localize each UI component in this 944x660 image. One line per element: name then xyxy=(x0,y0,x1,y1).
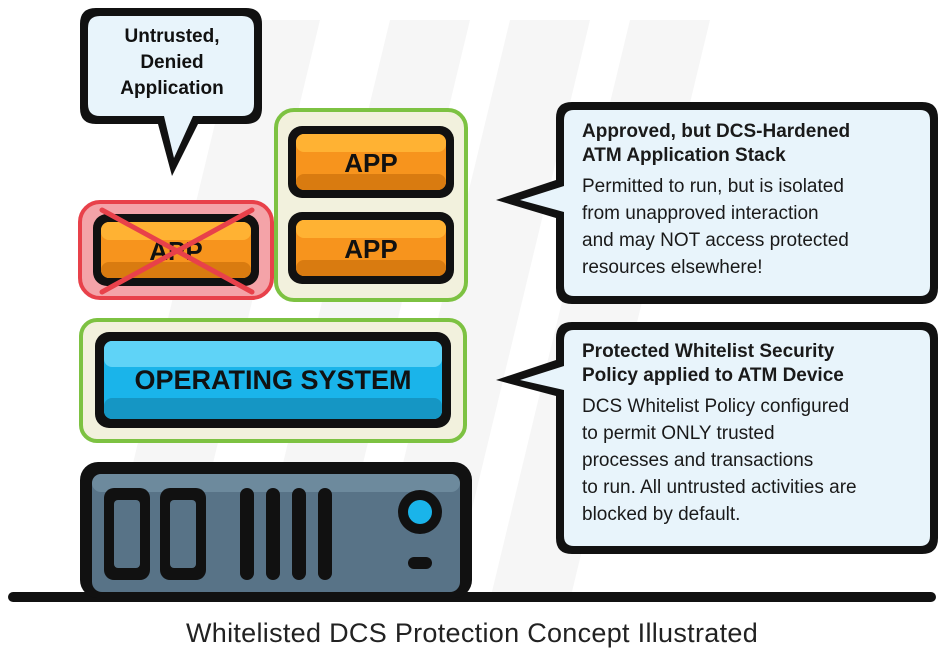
denied-speech-bubble xyxy=(80,8,262,176)
approved-callout-body-line: Permitted to run, but is isolated xyxy=(582,176,844,197)
policy-callout-title-line: Policy applied to ATM Device xyxy=(582,365,844,386)
operating-system-block xyxy=(95,332,451,428)
approved-callout-text: Approved, but DCS-Hardened ATM Applicati… xyxy=(582,120,926,281)
approved-callout-body-line: and may NOT access protected xyxy=(582,230,849,251)
policy-callout-body-line: DCS Whitelist Policy configured xyxy=(582,396,850,417)
approved-app-top-label: APP xyxy=(344,148,398,178)
policy-callout-body-line: to run. All untrusted activities are xyxy=(582,477,857,498)
approved-app-top-block xyxy=(288,126,454,198)
approved-callout-title-line: Approved, but DCS-Hardened xyxy=(582,121,851,142)
approved-callout-body-line: resources elsewhere! xyxy=(582,257,763,278)
policy-callout-body-line: blocked by default. xyxy=(582,504,741,525)
server-device-icon xyxy=(80,462,472,598)
diagram-caption: Whitelisted DCS Protection Concept Illus… xyxy=(185,618,759,648)
policy-callout-body-line: to permit ONLY trusted xyxy=(582,423,775,444)
denied-cross-icon xyxy=(99,207,255,295)
approved-app-bottom-label: APP xyxy=(344,234,398,264)
approved-callout-title-line: ATM Application Stack xyxy=(582,145,786,166)
operating-system-label: OPERATING SYSTEM xyxy=(134,365,412,395)
policy-callout-body-line: processes and transactions xyxy=(582,450,814,471)
policy-callout-title-line: Protected Whitelist Security xyxy=(582,341,835,362)
denied-callout-line: Untrusted, xyxy=(124,26,220,47)
policy-speech-bubble xyxy=(496,322,938,554)
approved-app-bottom-block xyxy=(288,212,454,284)
policy-callout-text: Protected Whitelist Security Policy appl… xyxy=(582,340,926,528)
denied-callout-text: Untrusted, Denied Application xyxy=(92,24,252,102)
approved-speech-bubble xyxy=(496,102,938,304)
approved-callout-body-line: from unapproved interaction xyxy=(582,203,819,224)
denied-callout-line: Application xyxy=(120,78,224,99)
denied-callout-line: Denied xyxy=(140,52,204,73)
